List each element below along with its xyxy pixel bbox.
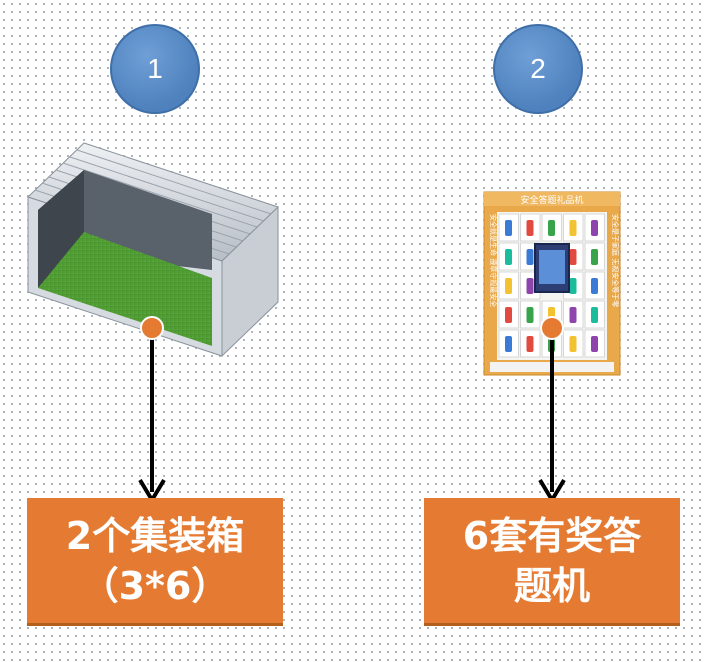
step-2-label-line2: 题机	[513, 563, 590, 608]
step-1-number: 1	[147, 53, 163, 84]
machine-product	[505, 249, 512, 265]
machine-product	[569, 249, 577, 265]
machine-product	[526, 307, 534, 323]
step-2-number: 2	[530, 53, 546, 84]
machine-product	[591, 307, 598, 323]
machine-product	[526, 249, 534, 265]
machine-product	[505, 278, 512, 294]
step-2-label-box: 6套有奖答 题机	[424, 498, 680, 626]
machine-product	[569, 336, 577, 352]
machine-right-slogan: 安全是子家庭 无视安全等于零	[611, 214, 620, 307]
step-1-label-line2: （3*6）	[80, 563, 230, 608]
connector-2	[538, 316, 566, 504]
machine-product	[569, 220, 577, 236]
step-2-label-line1: 6套有奖答	[462, 513, 642, 558]
step-1-label-box: 2个集装箱 （3*6）	[27, 498, 283, 626]
machine-product	[591, 220, 598, 236]
step-1-number-circle: 1	[110, 24, 200, 114]
machine-product	[526, 278, 534, 294]
machine-product	[548, 220, 555, 236]
machine-title: 安全答题礼品机	[520, 194, 583, 206]
connector-1-dot	[140, 316, 164, 340]
connector-2-dot	[540, 316, 564, 340]
machine-product	[505, 220, 512, 236]
machine-product	[591, 336, 598, 352]
connector-1	[138, 316, 166, 504]
machine-product	[569, 307, 577, 323]
machine-product	[569, 278, 577, 294]
machine-product	[526, 220, 534, 236]
shipping-container-icon	[27, 142, 279, 358]
machine-product	[505, 336, 512, 352]
step-1-label-line1: 2个集装箱	[65, 513, 245, 558]
machine-product	[591, 249, 598, 265]
machine-product	[505, 307, 512, 323]
machine-product	[591, 278, 598, 294]
machine-product	[526, 336, 534, 352]
machine-left-slogan: 安全就是生命 遵章守规最安全	[489, 214, 498, 307]
step-2-number-circle: 2	[493, 24, 583, 114]
